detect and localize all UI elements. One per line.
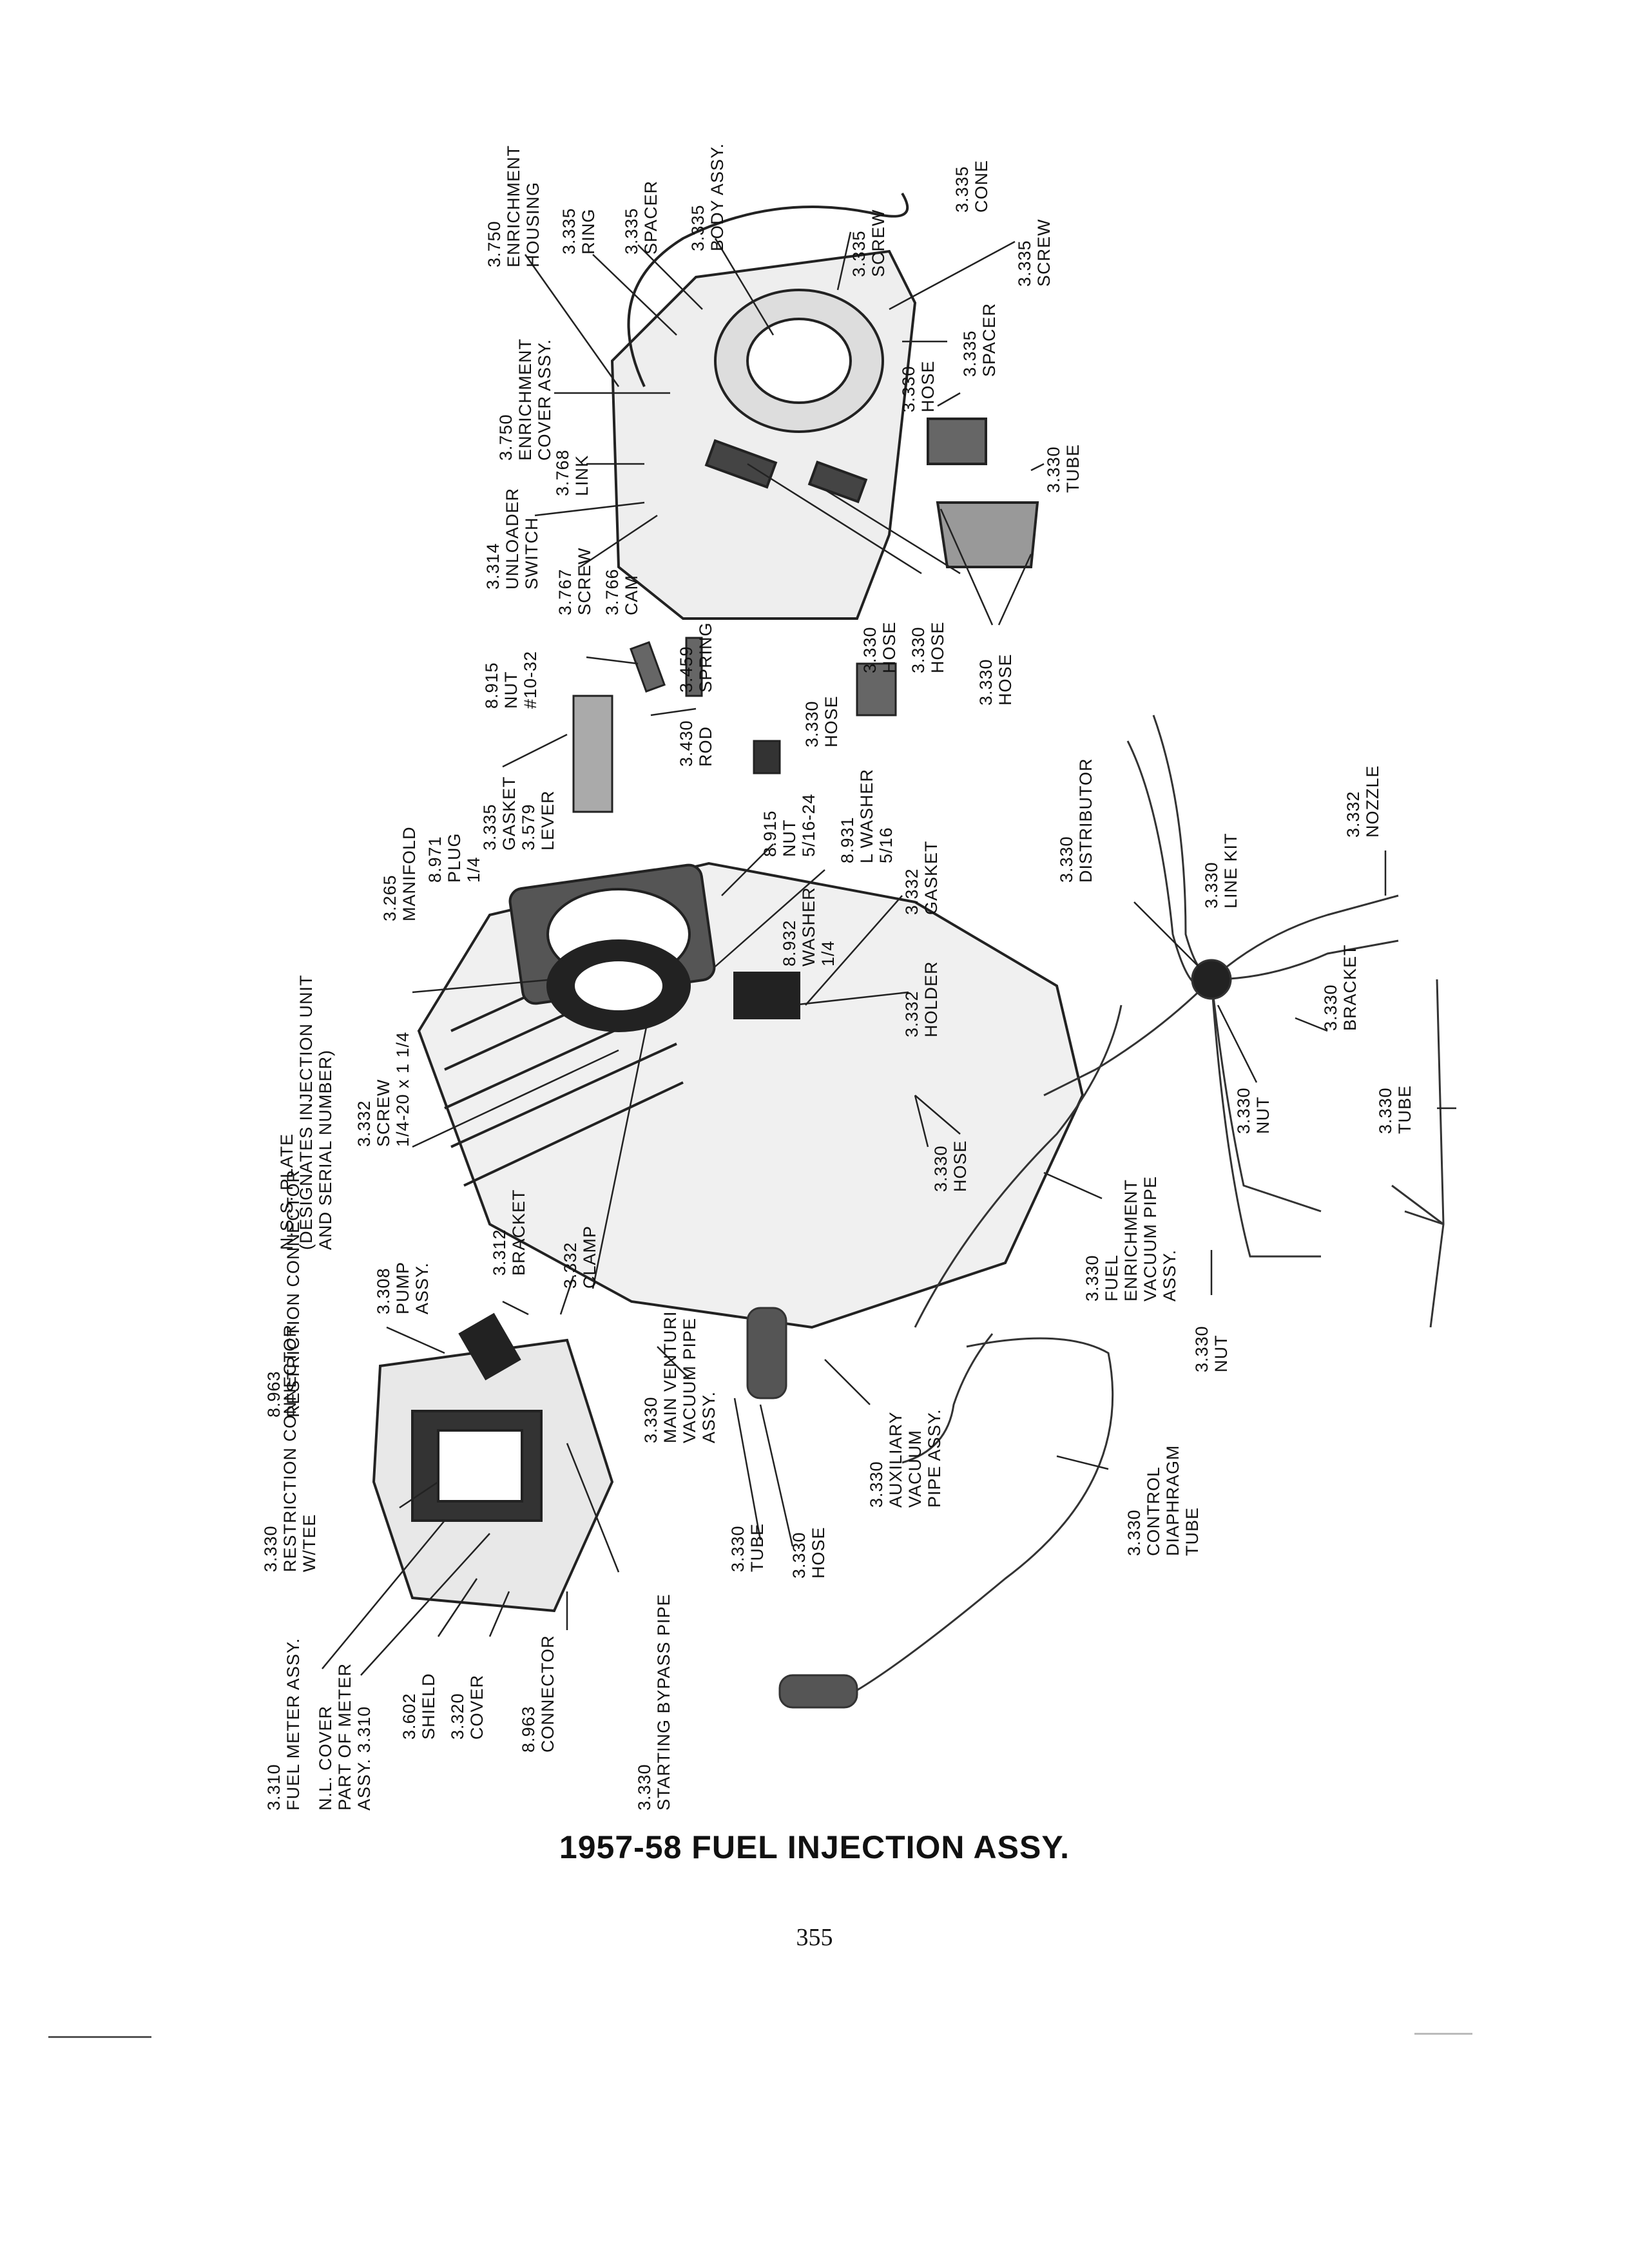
callout-unloader-switch: 3.314 UNLOADER SWITCH <box>483 487 541 590</box>
callout-l-washer: 8.931 L WASHER 5/16 <box>838 768 896 863</box>
callout-nut-10-32: 8.915 NUT #10-32 <box>482 650 540 709</box>
callout-shield: 3.602 SHIELD <box>400 1673 438 1740</box>
callout-cover: 3.320 COVER <box>448 1674 487 1740</box>
callout-screw-332: 3.332 SCREW 1/4-20 x 1 1/4 <box>354 1031 412 1147</box>
callout-hose-lower: 3.330 HOSE <box>789 1526 828 1579</box>
leader-lines <box>322 231 1456 1676</box>
callout-hose-center: 3.330 HOSE <box>802 695 841 747</box>
callout-hose-mid-b: 3.330 HOSE <box>909 621 947 673</box>
callout-link: 3.768 LINK <box>553 449 592 496</box>
callout-nl-cover: N.L. COVER PART OF METER ASSY. 3.310 <box>316 1662 374 1811</box>
callout-cam: 3.766 CAM <box>602 568 641 615</box>
callout-starting-bypass-pipe: 3.330 STARTING BYPASS PIPE <box>635 1593 673 1811</box>
callout-spacer-top: 3.335 SPACER <box>622 180 660 255</box>
figure-title: 1957-58 FUEL INJECTION ASSY. <box>559 1829 1070 1865</box>
callout-manifold: 3.265 MANIFOLD <box>380 826 419 921</box>
manifold-illustration <box>417 861 1084 1329</box>
callout-washer: 8.932 WASHER 1/4 <box>780 887 838 966</box>
callout-rod: 3.430 ROD <box>677 720 715 767</box>
callout-gasket-upper: 3.335 GASKET <box>480 776 519 850</box>
callout-connector-963: 8.963 CONNECTOR <box>519 1635 557 1753</box>
callout-spring: 3.459 SPRING <box>677 622 715 693</box>
callout-lever: 3.579 LEVER <box>519 790 557 850</box>
callout-body-assy: 3.335 BODY ASSY. <box>688 142 727 251</box>
callout-nut-5-16: 8.915 NUT 5/16-24 <box>760 793 818 857</box>
callout-enrichment-cover-assy: 3.750 ENRICHMENT COVER ASSY. <box>496 338 554 461</box>
callout-nut-right: 3.330 NUT <box>1234 1087 1273 1134</box>
callout-distributor: 3.330 DISTRIBUTOR <box>1057 758 1095 883</box>
scan-mark-left <box>48 2036 151 2038</box>
callout-nozzle: 3.332 NOZZLE <box>1344 765 1382 838</box>
callout-pump-assy: 3.308 PUMP ASSY. <box>374 1261 432 1314</box>
scan-mark-right <box>1414 2033 1472 2035</box>
callout-tube-top: 3.330 TUBE <box>1044 443 1083 493</box>
callout-bracket-right: 3.330 BRACKET <box>1321 944 1360 1031</box>
callout-bracket-312: 3.312 BRACKET <box>490 1189 528 1276</box>
callout-fuel-enrichment-pipe: 3.330 FUEL ENRICHMENT VACUUM PIPE ASSY. <box>1083 1175 1179 1302</box>
callout-hose-mid-a: 3.330 HOSE <box>860 621 899 673</box>
callout-main-venturi-pipe: 3.330 MAIN VENTURI VACUUM PIPE ASSY. <box>641 1311 718 1443</box>
callout-auxiliary-pipe: 3.330 AUXILIARY VACUUM PIPE ASSY. <box>867 1408 944 1508</box>
callout-holder: 3.332 HOLDER <box>902 961 941 1037</box>
callout-screw-right: 3.335 SCREW <box>1015 218 1054 287</box>
callout-hose-top: 3.330 HOSE <box>899 360 938 412</box>
callout-w-tee: 3.330 RESTRICTION CONNECTOR W/TEE <box>261 1323 319 1572</box>
callout-gasket-332: 3.332 GASKET <box>902 840 941 915</box>
callout-spacer-right: 3.335 SPACER <box>960 302 999 377</box>
callout-clamp: 3.332 CLAMP <box>561 1225 599 1289</box>
callout-tube-lower: 3.330 TUBE <box>728 1523 767 1572</box>
callout-fuel-meter-assy: 3.310 FUEL METER ASSY. <box>264 1637 303 1811</box>
fuel-meter-illustration <box>372 1312 614 1613</box>
callout-ring: 3.335 RING <box>559 207 598 255</box>
callout-cone: 3.335 CONE <box>952 159 991 213</box>
callout-enrichment-housing: 3.750 ENRICHMENT HOUSING <box>485 145 543 267</box>
callout-screw-cam: 3.767 SCREW <box>555 547 594 616</box>
callout-control-diaphragm-tube: 3.330 CONTROL DIAPHRAGM TUBE <box>1124 1445 1202 1556</box>
callout-line-kit: 3.330 LINE KIT <box>1202 832 1240 908</box>
fuel-lines-illustration <box>746 715 1445 1709</box>
page-number: 355 <box>796 1924 833 1951</box>
callout-tube-right: 3.330 TUBE <box>1376 1084 1414 1134</box>
callout-nut-lower-right: 3.330 NUT <box>1192 1325 1231 1372</box>
callout-screw-top: 3.335 SCREW <box>849 209 888 278</box>
throttle-body-illustration <box>610 192 1039 620</box>
callout-hose-right: 3.330 HOSE <box>976 653 1015 706</box>
callout-hose-lower-center: 3.330 HOSE <box>931 1140 970 1192</box>
callout-plug: 8.971 PLUG 1/4 <box>425 832 483 883</box>
